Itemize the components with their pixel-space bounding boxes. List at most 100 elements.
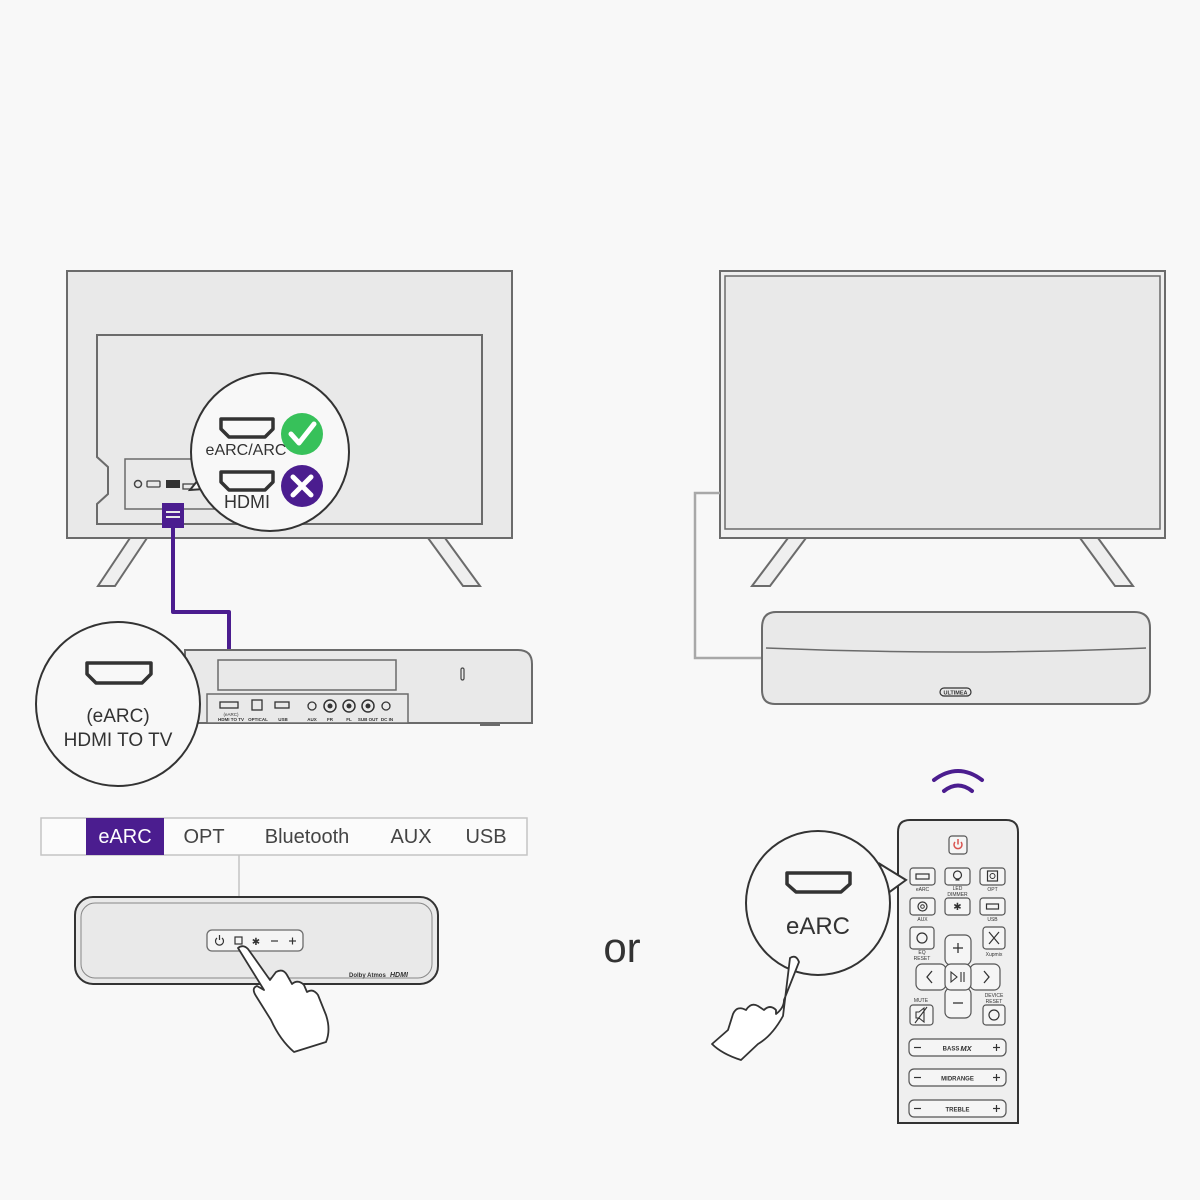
remote-opt-label: OPT xyxy=(987,887,997,893)
tv-front-right-leg xyxy=(1078,537,1135,587)
remote-earc-label: eARC xyxy=(916,887,930,893)
soundbar-status-led xyxy=(460,667,465,681)
remote-bass-label: BASS xyxy=(943,1047,960,1053)
pointing-hand-icon xyxy=(237,945,330,1053)
remote-callout-hdmi-icon xyxy=(785,871,852,894)
remote-midrange-label: MIDRANGE xyxy=(941,1077,974,1083)
tv-port-small xyxy=(146,480,161,488)
remote-device-reset-button[interactable] xyxy=(982,1004,1006,1026)
hdmi-earc-icon xyxy=(219,417,275,439)
optical-mini-icon xyxy=(986,870,999,882)
play-pause-icon xyxy=(950,970,965,984)
dpad-play-pause-button[interactable] xyxy=(944,963,972,991)
bulb-icon xyxy=(952,870,963,880)
port-usb xyxy=(274,701,290,709)
remote-earc-callout: eARC xyxy=(745,830,908,976)
dolby-atmos-badge: Dolby Atmos xyxy=(349,973,386,979)
chevron-left-icon xyxy=(926,970,933,984)
source-mode-bar: eARC OPT Bluetooth AUX USB xyxy=(40,817,528,935)
port-label-aux: AUX xyxy=(307,717,317,722)
hdmi-plug-top xyxy=(162,503,184,528)
wireless-signal-icon xyxy=(932,769,984,793)
port-label-fl: FL xyxy=(346,717,352,722)
remote-usb-button[interactable] xyxy=(979,897,1006,916)
soundbar-rear-recess xyxy=(217,659,397,691)
bluetooth-icon: ✱ xyxy=(953,902,961,913)
soundbar-top: ✱ Dolby Atmos HDMI xyxy=(74,896,439,985)
soundbar-rear-foot xyxy=(480,723,500,726)
dpad-left-button[interactable] xyxy=(915,963,947,991)
tv-port-round xyxy=(133,479,143,489)
remote-bluetooth-button[interactable] xyxy=(944,897,971,916)
power-icon-red xyxy=(953,841,963,850)
soundbar-front: ULTIMEA xyxy=(761,611,1151,705)
port-sub-out xyxy=(361,699,375,713)
remote-pointing-hand-icon xyxy=(711,955,800,1061)
volume-up-icon[interactable] xyxy=(289,937,296,945)
remote-bass-slider[interactable]: BASS MX xyxy=(908,1038,1007,1057)
remote-aux-label: AUX xyxy=(917,917,928,923)
soundbar-front-body xyxy=(761,611,1151,705)
source-button-icon[interactable] xyxy=(234,936,243,945)
remote-aux-button[interactable] xyxy=(909,897,936,916)
remote-opt-button[interactable] xyxy=(979,867,1006,886)
remote-treble-slider[interactable]: TREBLE xyxy=(908,1099,1007,1118)
remote-usb-label: USB xyxy=(987,917,998,923)
remote-callout-label: eARC xyxy=(786,913,850,940)
tv-front xyxy=(693,270,1166,660)
dpad-right-button[interactable] xyxy=(969,963,1001,991)
port-label-optical: OPTICAL xyxy=(248,717,268,722)
hdmi-badge: HDMI xyxy=(390,972,409,979)
tv-port-callout: eARC/ARC HDMI xyxy=(187,372,350,532)
port-dc-in xyxy=(381,701,391,711)
remote-control: eARC LED DIMMER OPT AUX ✱ USB EQ RESET X… xyxy=(897,819,1019,1124)
mode-tab-opt[interactable]: OPT xyxy=(183,826,224,848)
bluetooth-button-icon[interactable]: ✱ xyxy=(252,937,260,948)
tv-left-leg xyxy=(96,537,149,587)
remote-earc-callout-circle xyxy=(745,830,891,976)
port-hdmi-earc xyxy=(219,701,239,709)
remote-led-dimmer-button[interactable] xyxy=(944,867,971,886)
tv-front-left-leg xyxy=(750,537,808,587)
soundbar-port-callout: (eARC) HDMI TO TV xyxy=(35,621,201,787)
port-label-dc-in: DC IN xyxy=(381,717,393,722)
remote-power-button[interactable] xyxy=(948,835,968,855)
hdmi-mini-icon xyxy=(915,873,930,880)
or-label: or xyxy=(603,924,640,971)
power-icon[interactable] xyxy=(214,935,225,946)
hdmi-to-tv-icon xyxy=(85,661,153,685)
remote-earc-button[interactable] xyxy=(909,867,936,886)
tv-right-leg xyxy=(426,537,482,587)
remote-midrange-slider[interactable]: MIDRANGE xyxy=(908,1068,1007,1087)
port-label-usb: USB xyxy=(278,717,288,722)
remote-eq-label-2: RESET xyxy=(914,956,931,962)
port-aux xyxy=(307,701,317,711)
remote-dpad xyxy=(915,934,1001,1019)
port-label-fr: FR xyxy=(327,717,334,722)
mode-tab-usb[interactable]: USB xyxy=(465,826,506,848)
remote-eq-reset-button[interactable] xyxy=(909,926,935,950)
aux-mini-icon xyxy=(917,901,928,912)
remote-eq-label-1: EQ xyxy=(918,950,925,956)
hdmi-port-label: HDMI xyxy=(224,492,270,512)
mode-tab-earc[interactable]: eARC xyxy=(98,826,151,848)
soundbar-port-callout-circle xyxy=(35,621,201,787)
earc-arc-port-label: eARC/ARC xyxy=(206,442,287,459)
port-optical xyxy=(251,699,263,711)
chevron-right-icon xyxy=(983,970,990,984)
mode-tab-bluetooth[interactable]: Bluetooth xyxy=(265,826,350,848)
tv-port-hdmi-earc xyxy=(166,480,180,488)
remote-bass-logo: MX xyxy=(960,1044,972,1053)
soundbar-callout-line1: (eARC) xyxy=(86,706,149,727)
soundbar-callout-line2: HDMI TO TV xyxy=(64,730,173,751)
remote-device-reset-label-2: RESET xyxy=(986,999,1003,1005)
check-icon xyxy=(281,413,323,455)
port-fl xyxy=(342,699,356,713)
mode-tab-aux[interactable]: AUX xyxy=(390,826,431,848)
remote-mute-label: MUTE xyxy=(914,998,929,1004)
port-label-earc: (eARC) xyxy=(223,712,239,717)
port-fr xyxy=(323,699,337,713)
port-label-sub-out: SUB OUT xyxy=(358,717,379,722)
port-label-hdmi-to-tv: HDMI TO TV xyxy=(218,717,244,722)
